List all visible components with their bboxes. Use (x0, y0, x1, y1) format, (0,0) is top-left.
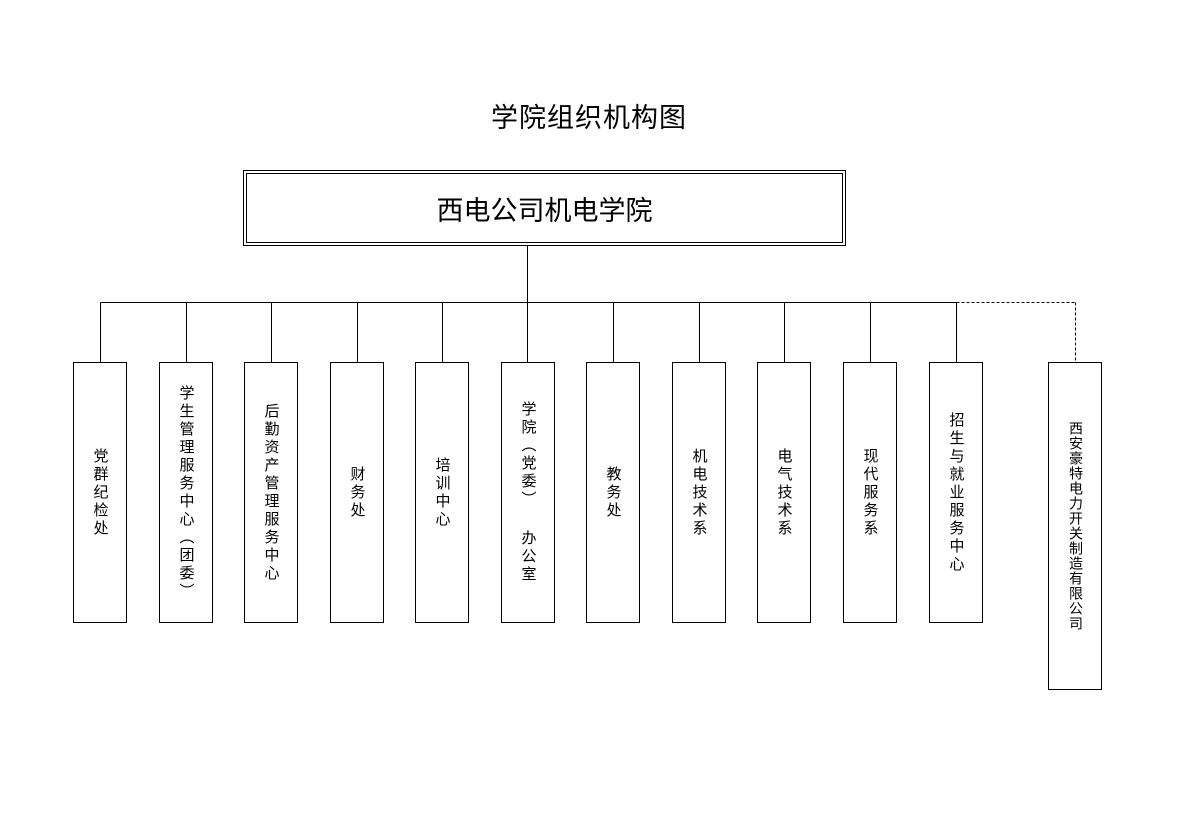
unit-label: 教务处 (604, 465, 623, 520)
root-node: 西电公司机电学院 (243, 170, 846, 246)
unit-label: 机电技术系 (690, 447, 709, 538)
unit-node: 党群纪检处 (73, 362, 127, 623)
unit-label: 现代服务系 (861, 447, 880, 538)
root-node-label: 西电公司机电学院 (246, 173, 843, 243)
unit-label: 培训中心 (433, 456, 452, 529)
unit-label: 电气技术系 (775, 447, 794, 538)
chart-title: 学院组织机构图 (491, 103, 687, 134)
unit-label: 后勤资产管理服务中心 (262, 402, 281, 583)
unit-node: 电气技术系 (757, 362, 811, 623)
unit-node: 财务处 (330, 362, 384, 623)
unit-node: 招生与就业服务中心 (929, 362, 983, 623)
unit-node: 机电技术系 (672, 362, 726, 623)
unit-label: 学院（党委） 办公室 (519, 401, 538, 584)
unit-node: 学院（党委） 办公室 (501, 362, 555, 623)
unit-label: 招生与就业服务中心 (947, 411, 966, 574)
unit-label: 学生管理服务中心（团委） (177, 384, 196, 601)
affiliate-node: 西安豪特电力开关制造有限公司 (1048, 362, 1102, 690)
unit-label: 财务处 (348, 465, 367, 520)
unit-node: 培训中心 (415, 362, 469, 623)
unit-node: 后勤资产管理服务中心 (244, 362, 298, 623)
affiliate-label: 西安豪特电力开关制造有限公司 (1067, 421, 1083, 631)
unit-node: 现代服务系 (843, 362, 897, 623)
unit-label: 党群纪检处 (91, 447, 110, 538)
unit-node: 学生管理服务中心（团委） (159, 362, 213, 623)
unit-node: 教务处 (586, 362, 640, 623)
